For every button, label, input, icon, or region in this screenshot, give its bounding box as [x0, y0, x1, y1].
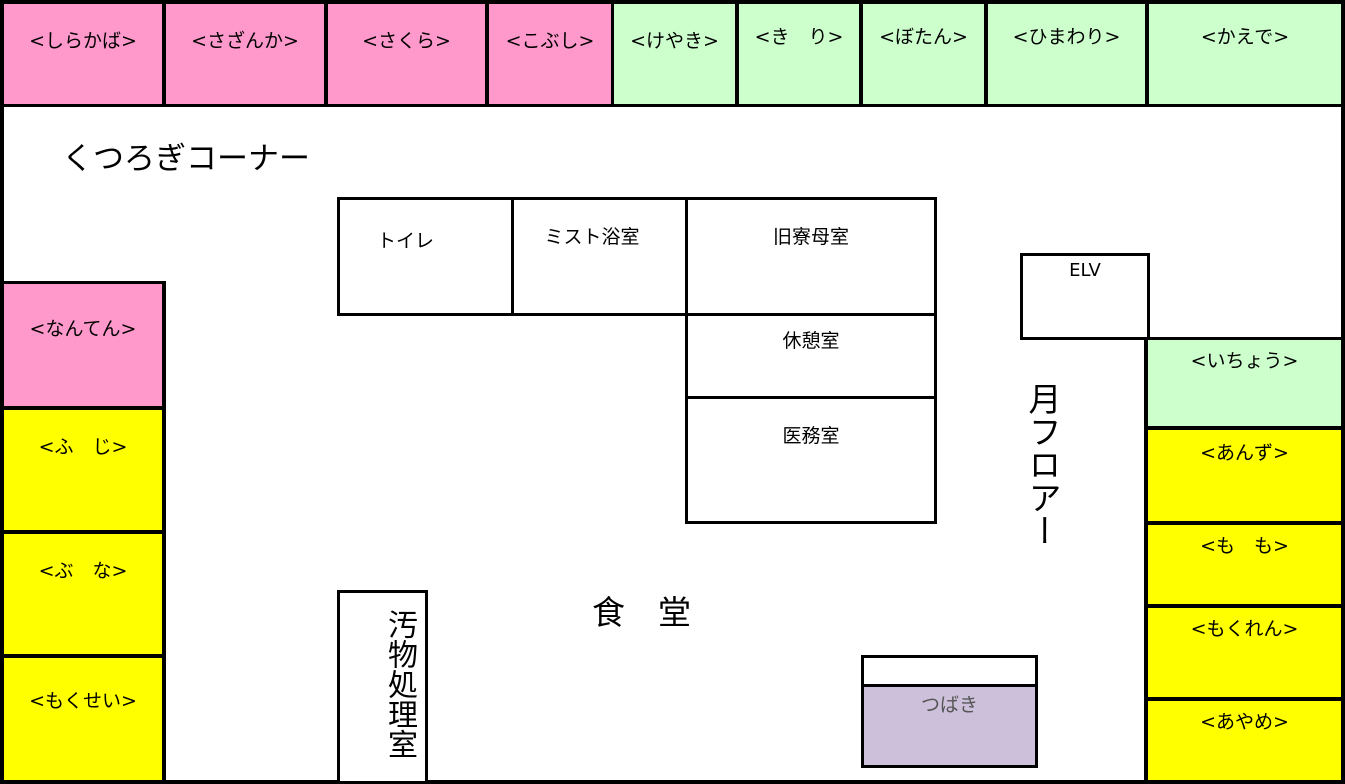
room-mist-bath: ミスト浴室 — [511, 197, 688, 316]
room-himawari: <ひまわり> — [988, 4, 1145, 104]
floor-name-label: 月フロアー — [1023, 382, 1062, 547]
room-label: <けやき> — [630, 30, 719, 52]
room-waste: 汚物処理室 — [337, 590, 428, 784]
room-buna: <ぶ な> — [4, 534, 162, 654]
room-label: 休憩室 — [782, 330, 840, 352]
room-kobushi: <こぶし> — [489, 4, 611, 104]
room-tsubaki: つばき — [864, 684, 1035, 765]
room-medical: 医務室 — [685, 396, 937, 524]
room-botan: <ぼたん> — [863, 4, 984, 104]
room-shirakaba: <しらかば> — [4, 4, 162, 104]
room-old-nursery: 旧寮母室 — [685, 197, 937, 316]
room-momo: <も も> — [1148, 525, 1341, 604]
lounge-label: くつろぎコーナー — [62, 141, 310, 177]
room-kiri: <き り> — [739, 4, 859, 104]
room-icho: <いちょう> — [1148, 340, 1341, 426]
room-label: <き り> — [754, 26, 844, 48]
room-label: <も も> — [1200, 535, 1289, 557]
room-label: <もくれん> — [1190, 618, 1299, 640]
room-label: 旧寮母室 — [772, 226, 849, 248]
room-label: <ぶ な> — [38, 560, 128, 582]
room-sakura: <さくら> — [328, 4, 485, 104]
room-label: 汚物処理室 — [382, 609, 417, 759]
room-anzu: <あんず> — [1148, 430, 1341, 521]
dining-label: 食 堂 — [592, 593, 691, 632]
room-label: <ひまわり> — [1012, 26, 1121, 48]
room-label: <なんてん> — [29, 318, 137, 340]
floor-area-right-upper — [1144, 281, 1341, 337]
room-label: トイレ — [376, 230, 434, 252]
room-fuji: <ふ じ> — [4, 410, 162, 530]
room-label: <いちょう> — [1190, 350, 1299, 372]
room-mokuren: <もくれん> — [1148, 608, 1341, 697]
room-mokusei: <もくせい> — [4, 658, 162, 780]
room-label: <ぼたん> — [879, 26, 968, 48]
room-ayame: <あやめ> — [1148, 701, 1341, 780]
room-toilet: トイレ — [337, 197, 514, 316]
room-keyaki: <けやき> — [614, 4, 735, 104]
elevator: ELV — [1020, 253, 1150, 340]
room-label: <ふ じ> — [38, 436, 128, 458]
room-label: <もくせい> — [29, 690, 137, 712]
room-label: <こぶし> — [505, 30, 595, 52]
room-label: <しらかば> — [29, 30, 137, 52]
room-label: つばき — [920, 694, 978, 716]
room-label: <かえで> — [1200, 26, 1290, 48]
room-nanten: <なんてん> — [4, 284, 162, 406]
room-label: ミスト浴室 — [544, 226, 640, 248]
room-label: <あんず> — [1200, 442, 1289, 464]
room-label: <あやめ> — [1200, 711, 1289, 733]
room-kaede: <かえで> — [1149, 4, 1341, 104]
room-rest: 休憩室 — [685, 313, 937, 399]
room-sazanka: <さざんか> — [166, 4, 324, 104]
room-label: <さくら> — [362, 30, 451, 52]
room-label: <さざんか> — [191, 30, 299, 52]
elevator-label: ELV — [1069, 260, 1101, 281]
room-label: 医務室 — [782, 425, 840, 447]
